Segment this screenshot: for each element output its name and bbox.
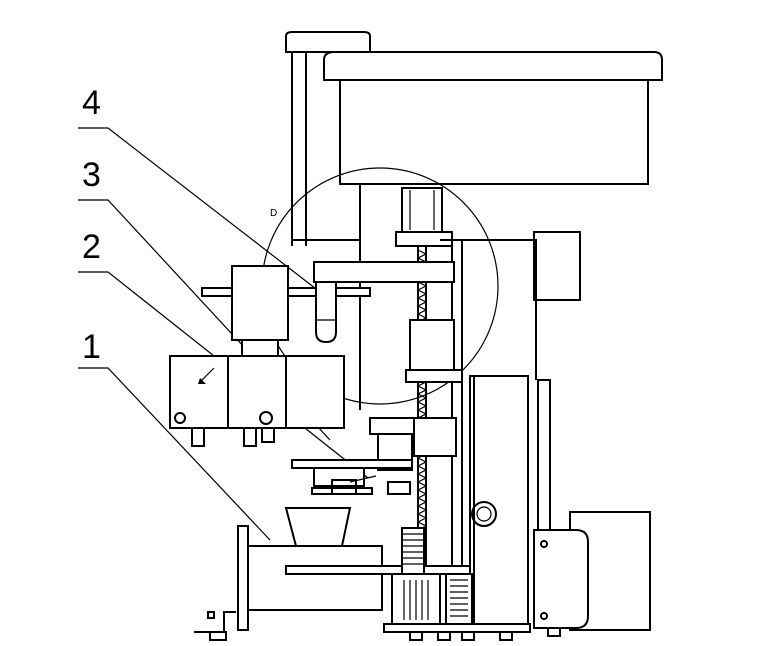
control-box (533, 231, 581, 301)
callout-3: 3 (82, 156, 101, 194)
small-cap (285, 31, 371, 53)
funnel (284, 507, 352, 547)
base-motor (533, 511, 651, 631)
frame-top-left (291, 239, 360, 246)
arm-bar (313, 261, 455, 283)
carriage-flange (405, 369, 463, 383)
pulley-key (387, 481, 411, 495)
tube-rod (285, 565, 471, 575)
block-b (227, 355, 287, 429)
frame-top-right (440, 239, 537, 380)
top-housing (285, 31, 663, 410)
tower-knob (471, 501, 497, 527)
pulley-gear (331, 479, 357, 495)
frame (291, 231, 581, 380)
large-cap (323, 51, 663, 81)
carriage (405, 319, 463, 383)
left-motor (231, 265, 289, 359)
clamp-top (369, 417, 415, 435)
clamp-side (413, 417, 457, 457)
block-a (169, 355, 229, 429)
callout-4: 4 (82, 84, 101, 122)
hopper-box (339, 79, 649, 185)
block-c (285, 355, 345, 429)
gearbox (383, 527, 561, 641)
end-plate (237, 525, 249, 631)
callout-1: 1 (82, 328, 101, 366)
horizontal-tube (247, 545, 383, 611)
base-plate (383, 623, 531, 633)
leader-4 (78, 127, 321, 293)
test-tube (315, 281, 337, 344)
left-motor-body (231, 265, 289, 341)
detail-label: D (270, 208, 277, 219)
tower-body (469, 375, 529, 625)
pulley-plate (291, 459, 413, 469)
leader-1 (78, 367, 271, 541)
motor-body (401, 187, 443, 233)
right-tower (469, 375, 551, 625)
carriage-block (409, 319, 455, 371)
funnel-assembly (194, 507, 471, 641)
gear-stack (401, 527, 425, 575)
callout-2: 2 (82, 228, 101, 266)
pulley-assembly (291, 417, 457, 495)
tower-bracket (537, 379, 551, 531)
block-assembly (169, 355, 345, 447)
top-motor (395, 187, 453, 247)
base-motor-cover (533, 529, 589, 629)
